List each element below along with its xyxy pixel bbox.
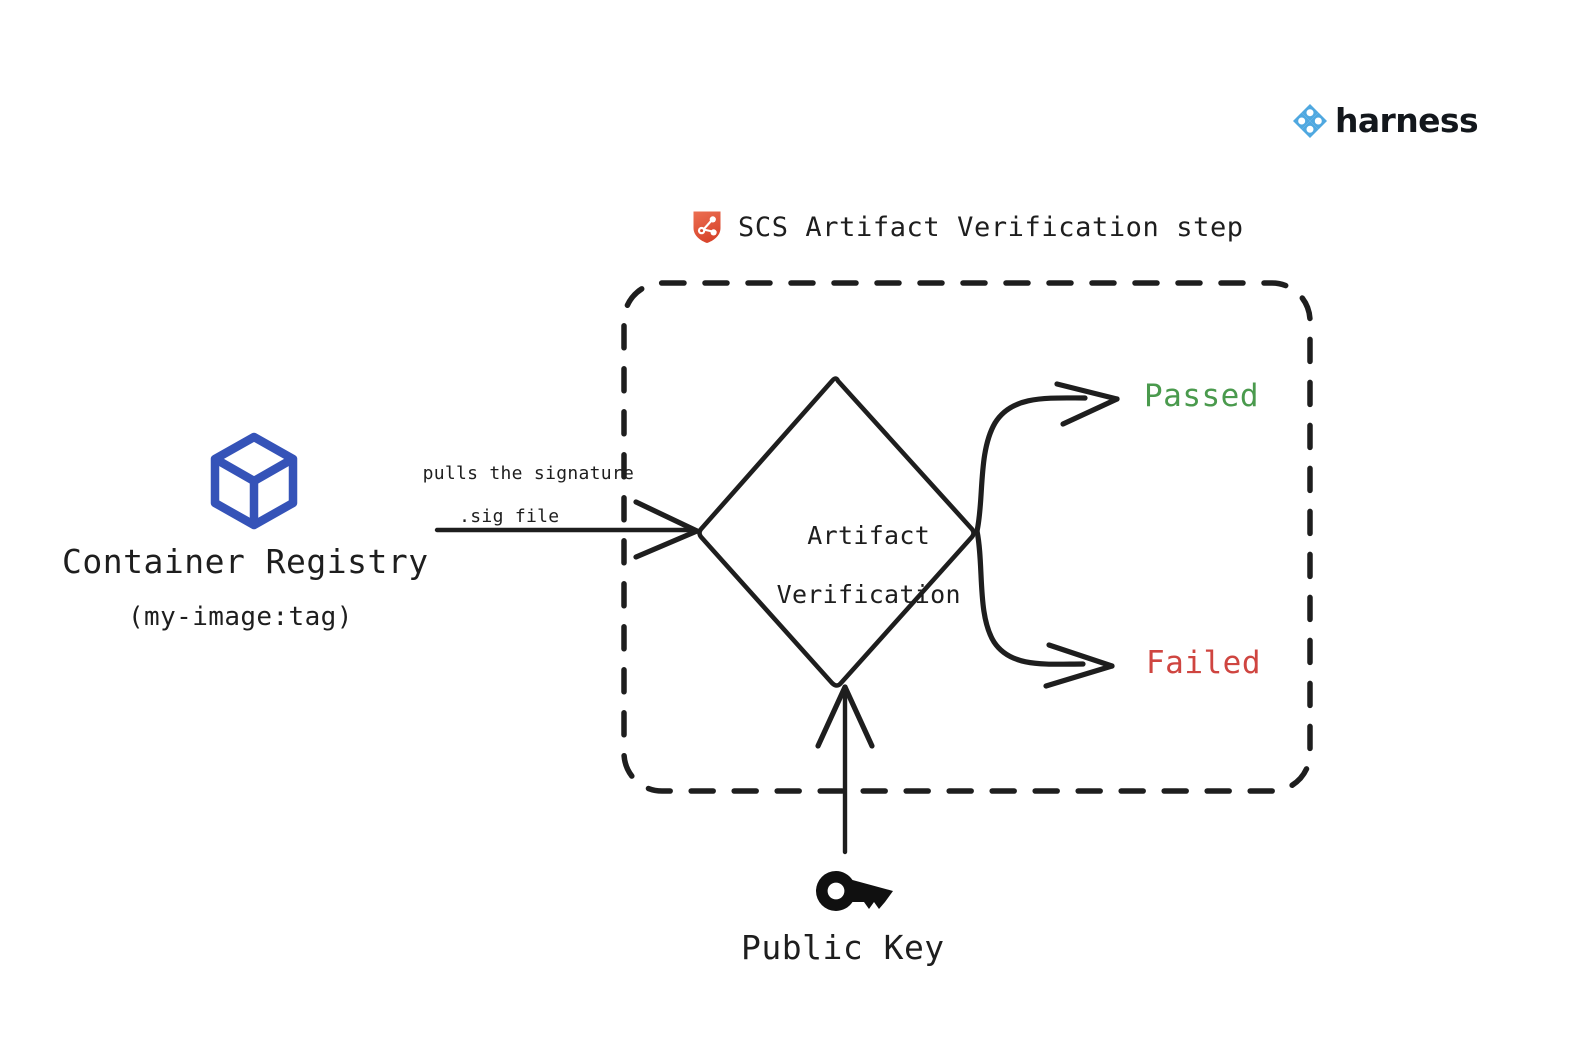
scs-step-title: SCS Artifact Verification step <box>738 211 1244 243</box>
arrow-key-to-verification <box>815 684 875 855</box>
scs-step-caption: SCS Artifact Verification step <box>692 210 1244 244</box>
pull-signature-annotation-line2: .sig file <box>459 505 560 527</box>
key-icon <box>816 871 893 911</box>
failed-outcome-label: Failed <box>1146 645 1261 681</box>
artifact-verification-label-line1: Artifact <box>807 520 931 550</box>
container-cube-icon <box>210 432 298 530</box>
arrow-verification-to-passed <box>974 381 1120 534</box>
harness-diamond-logo-icon <box>1293 103 1327 138</box>
container-image-tag-label: (my-image:tag) <box>128 602 353 632</box>
passed-outcome-label: Passed <box>1144 378 1259 414</box>
pull-signature-annotation-line1: pulls the signature <box>422 463 635 485</box>
arrow-verification-to-failed <box>974 528 1115 689</box>
artifact-verification-label: Artifact Verification <box>700 491 976 639</box>
harness-wordmark: harness <box>1335 101 1479 140</box>
public-key-label: Public Key <box>741 928 945 967</box>
pull-signature-annotation: pulls the signature .sig file <box>378 442 634 548</box>
container-registry-label: Container Registry <box>62 542 429 581</box>
artifact-verification-label-line2: Verification <box>776 579 961 609</box>
scs-shield-icon <box>693 211 721 243</box>
harness-logo: harness <box>1292 101 1479 140</box>
